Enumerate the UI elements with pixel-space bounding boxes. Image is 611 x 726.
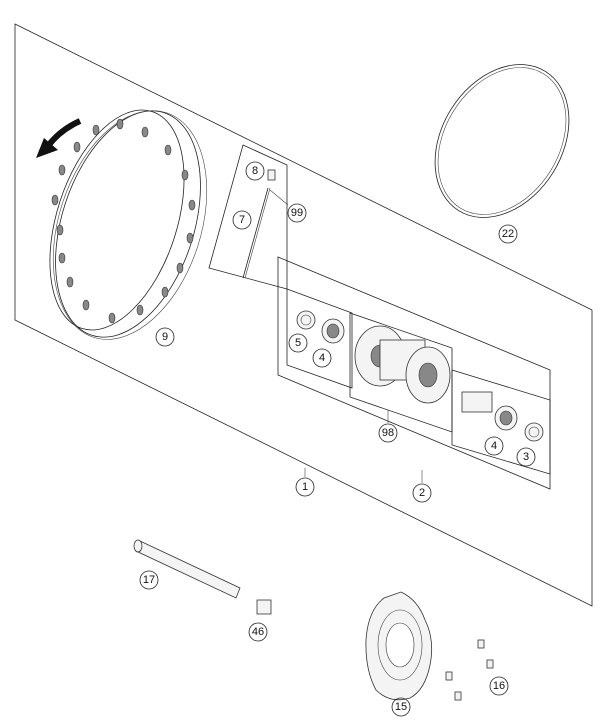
hub-assembly-panel xyxy=(277,256,551,490)
callout-4-right-label: 4 xyxy=(491,440,497,452)
callout-5: 5 xyxy=(288,333,308,353)
callout-22-label: 22 xyxy=(502,228,514,240)
callout-22: 22 xyxy=(498,224,518,244)
bearing-right-drawing xyxy=(494,405,518,431)
rotation-direction-arrow-icon xyxy=(36,118,82,158)
callout-5-label: 5 xyxy=(295,337,301,349)
callout-15-label: 15 xyxy=(395,701,407,713)
disc-screws-drawing xyxy=(445,639,494,701)
callout-46: 46 xyxy=(248,622,268,642)
callout-8-label: 8 xyxy=(252,165,258,177)
callout-4-right: 4 xyxy=(484,436,504,456)
rim-band-drawing xyxy=(434,64,570,218)
callout-9: 9 xyxy=(155,327,175,347)
callout-99-label: 99 xyxy=(291,207,303,219)
callout-16-label: 16 xyxy=(493,680,505,692)
wheel-assembly-panel xyxy=(14,23,593,607)
rim-drawing xyxy=(49,109,208,340)
spoke-drawing xyxy=(242,169,276,279)
callout-1-label: 1 xyxy=(302,481,308,493)
callout-99: 99 xyxy=(287,203,307,223)
callout-8: 8 xyxy=(245,161,265,181)
callout-2: 2 xyxy=(412,483,432,503)
axle-spacer-drawing xyxy=(461,391,493,413)
callout-17: 17 xyxy=(139,570,159,590)
callout-3: 3 xyxy=(516,447,536,467)
callout-17-label: 17 xyxy=(143,574,155,586)
axle-drawing xyxy=(133,539,241,599)
callout-16: 16 xyxy=(489,676,509,696)
callout-4-left-label: 4 xyxy=(319,352,325,364)
axle-nut-drawing xyxy=(256,599,272,615)
right-bearing-box xyxy=(451,369,551,475)
brake-disc-drawing xyxy=(365,591,433,701)
leader-lines xyxy=(269,189,423,483)
hub-drawing xyxy=(354,325,451,404)
callout-3-label: 3 xyxy=(523,451,529,463)
left-bearing-box xyxy=(286,288,353,389)
spacer-drawing xyxy=(296,310,316,330)
callout-15: 15 xyxy=(391,697,411,717)
callout-7: 7 xyxy=(232,210,252,230)
distance-sleeve-drawing xyxy=(524,422,544,442)
callout-46-label: 46 xyxy=(252,626,264,638)
callout-1: 1 xyxy=(295,477,315,497)
callout-7-label: 7 xyxy=(239,214,245,226)
callout-98-label: 98 xyxy=(382,427,394,439)
callout-98: 98 xyxy=(378,423,398,443)
callout-2-label: 2 xyxy=(419,487,425,499)
bearing-left-drawing xyxy=(321,318,345,344)
callout-9-label: 9 xyxy=(162,331,168,343)
callout-4-left: 4 xyxy=(312,348,332,368)
